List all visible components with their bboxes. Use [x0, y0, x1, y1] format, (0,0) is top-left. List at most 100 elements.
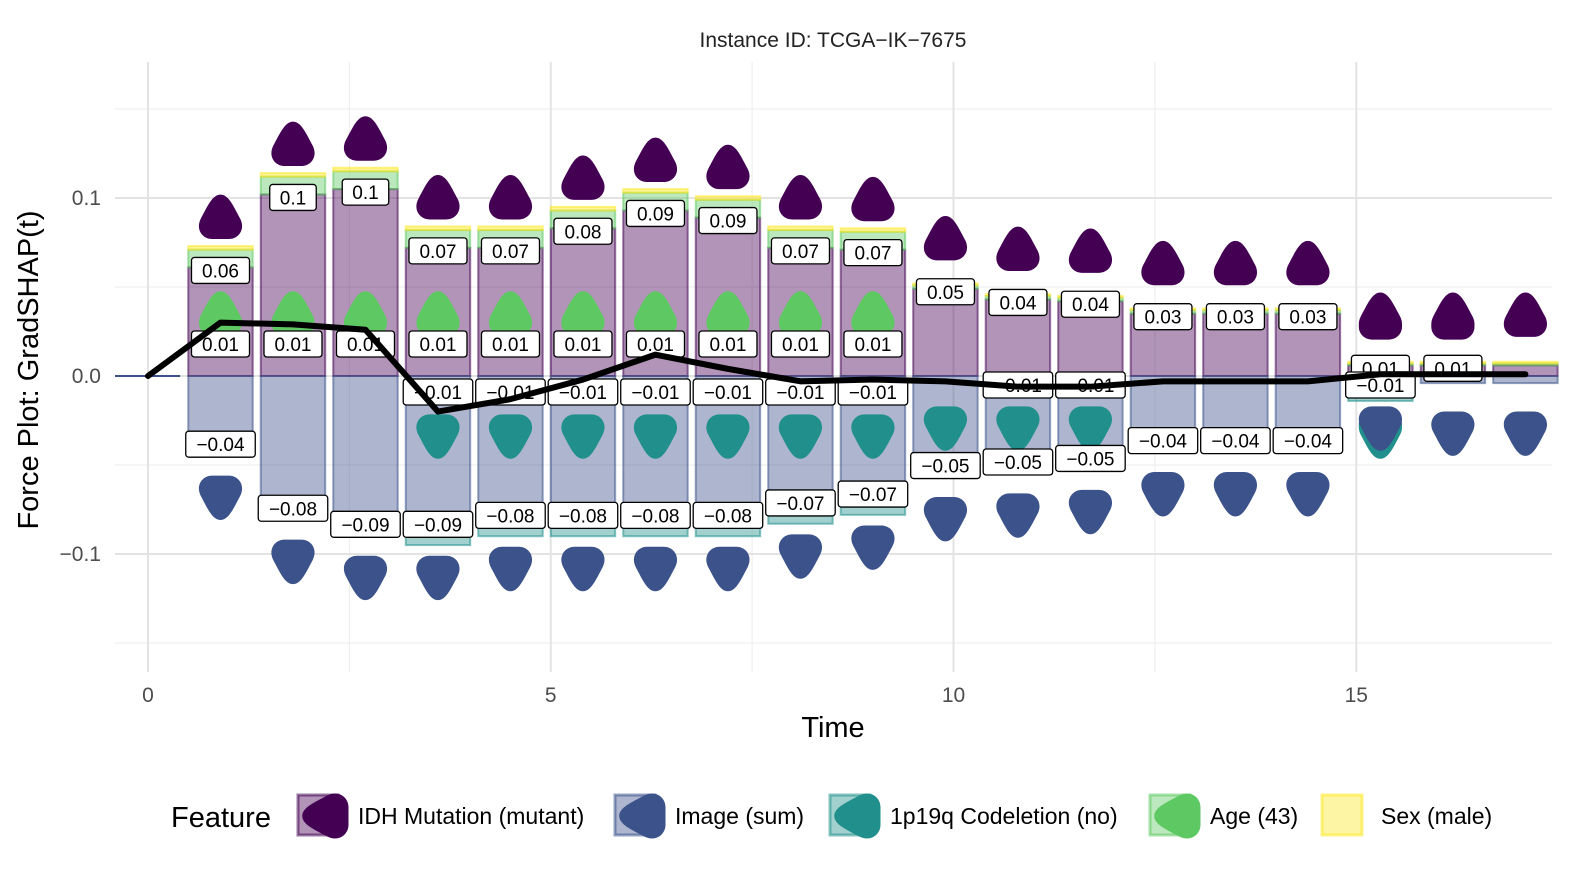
- value-label: 0.07: [770, 237, 831, 265]
- feature-marker: [488, 175, 533, 220]
- value-label-box: [408, 237, 468, 265]
- value-label: 0.08: [553, 217, 613, 245]
- feature-marker: [923, 215, 968, 261]
- value-label: −0.01: [620, 378, 691, 406]
- value-label-text: −0.05: [1066, 449, 1114, 470]
- value-label-box: [770, 330, 831, 358]
- value-label: −0.09: [330, 510, 401, 538]
- value-label-box: [843, 330, 903, 358]
- value-label-text: −0.08: [269, 499, 317, 520]
- feature-marker: [271, 121, 315, 167]
- value-label-text: 0.03: [1289, 308, 1326, 329]
- value-label: −0.09: [402, 510, 474, 538]
- bar-segment: [549, 205, 617, 212]
- value-label-box: [1060, 290, 1121, 318]
- value-label-text: −0.01: [849, 383, 897, 404]
- legend-label: 1p19q Codeletion (no): [890, 803, 1118, 829]
- value-label: −0.07: [765, 489, 836, 517]
- legend-label: IDH Mutation (mutant): [358, 803, 584, 829]
- value-label-text: 0.04: [999, 293, 1036, 314]
- value-label-box: [475, 501, 546, 530]
- value-label-box: [770, 237, 831, 265]
- y-tick-label: 0.1: [72, 187, 101, 210]
- legend: Feature IDH Mutation (mutant) Image (sum)…: [171, 793, 1492, 839]
- value-label: −0.01: [692, 378, 764, 406]
- value-label: 0.01: [698, 330, 758, 358]
- legend-item: Age (43): [1148, 793, 1298, 839]
- value-label: 0.01: [408, 330, 468, 358]
- value-label-text: 0.07: [854, 244, 891, 265]
- y-axis-label: Force Plot: GradSHAP(t): [13, 210, 45, 529]
- value-label-box: [190, 256, 251, 285]
- value-label-box: [698, 330, 758, 358]
- value-label-text: 0.1: [280, 188, 306, 209]
- legend-item: Image (sum): [613, 793, 804, 839]
- value-label-box: [480, 237, 541, 265]
- bar-segment: [332, 375, 399, 529]
- bar-segment: [259, 172, 327, 178]
- value-label: 0.06: [190, 256, 251, 285]
- value-label-text: 0.03: [1217, 308, 1254, 329]
- value-label-box: [1205, 303, 1266, 331]
- value-label-box: [1278, 303, 1338, 331]
- value-label-text: 0.04: [1072, 295, 1109, 316]
- x-tick-label: 10: [942, 684, 965, 707]
- value-label: 0.04: [1060, 290, 1121, 318]
- value-label-text: 0.06: [202, 261, 239, 282]
- value-label: 0.01: [553, 330, 613, 358]
- bar-segment: [259, 375, 327, 513]
- value-label: 0.01: [190, 330, 251, 358]
- value-label-box: [553, 330, 613, 358]
- feature-marker: [1213, 472, 1258, 517]
- value-label-text: 0.01: [492, 335, 529, 356]
- legend-title: Feature: [171, 802, 271, 834]
- feature-marker: [416, 175, 460, 220]
- value-label-box: [843, 238, 903, 267]
- feature-marker: [778, 534, 823, 579]
- feature-marker: [851, 176, 895, 222]
- value-label-box: [982, 448, 1054, 476]
- value-label: −0.07: [837, 480, 909, 508]
- feature-marker: [996, 226, 1040, 272]
- feature-marker: [706, 546, 750, 592]
- value-label-text: −0.05: [921, 457, 969, 478]
- value-label-text: −0.04: [1139, 432, 1188, 453]
- feature-marker: [1503, 411, 1548, 456]
- value-label: 0.01: [843, 330, 903, 358]
- value-label-text: 0.01: [202, 335, 239, 356]
- value-label-text: −0.01: [704, 383, 752, 404]
- legend-item: 1p19q Codeletion (no): [828, 793, 1118, 839]
- value-label: 0.09: [698, 206, 758, 235]
- y-tick-label: 0.0: [72, 365, 101, 388]
- chart-title: Instance ID: TCGA−IK−7675: [700, 29, 967, 52]
- value-label: 0.1: [269, 183, 317, 212]
- value-label: 0.01: [770, 330, 831, 358]
- value-label-box: [263, 330, 323, 358]
- value-label: −0.04: [1200, 426, 1271, 455]
- value-label-box: [1272, 426, 1344, 455]
- feature-marker: [561, 546, 605, 592]
- value-label: 0.1: [341, 178, 390, 206]
- feature-marker: [416, 555, 460, 601]
- x-tick-label: 15: [1345, 684, 1368, 707]
- legend-label: Age (43): [1210, 803, 1298, 829]
- feature-marker: [706, 144, 750, 190]
- value-label-box: [1127, 426, 1199, 455]
- value-label-box: [341, 178, 390, 206]
- value-label: −0.04: [185, 430, 256, 458]
- value-label-box: [402, 378, 474, 406]
- value-label-box: [269, 183, 317, 212]
- feature-marker: [561, 155, 605, 200]
- feature-marker: [1068, 489, 1113, 535]
- value-label-text: 0.07: [492, 242, 529, 263]
- bar-segment: [694, 195, 762, 201]
- value-label-text: 0.01: [564, 335, 601, 356]
- value-label-box: [692, 501, 764, 530]
- bar-segment: [1492, 360, 1559, 365]
- value-label: 0.01: [480, 330, 541, 358]
- value-label-box: [692, 378, 764, 406]
- feature-marker: [1286, 472, 1330, 517]
